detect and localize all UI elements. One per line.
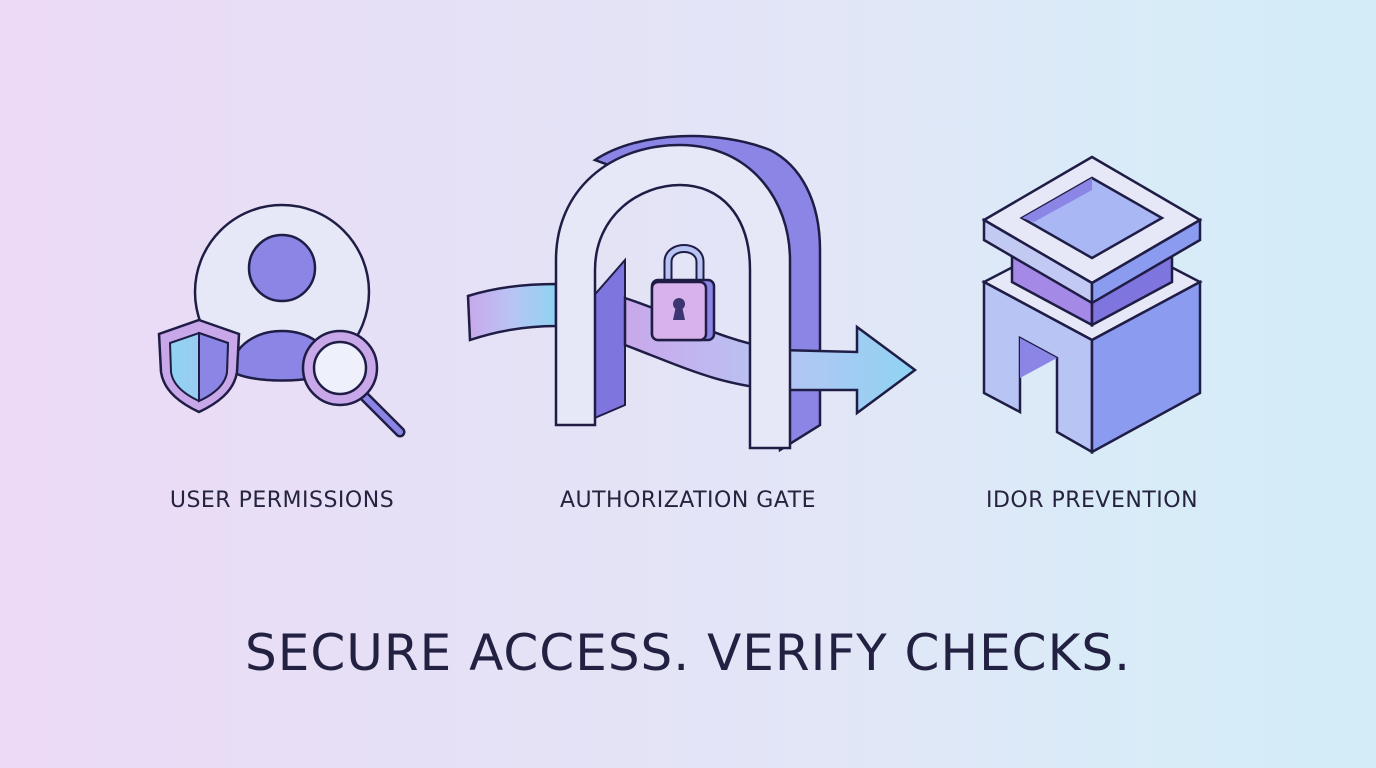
- step-label-user-permissions: USER PERMISSIONS: [169, 488, 395, 513]
- idor-prevention-icon: [981, 155, 1203, 455]
- tagline: SECURE ACCESS. VERIFY CHECKS.: [245, 624, 1131, 682]
- step-label-authorization-gate: AUTHORIZATION GATE: [559, 488, 817, 513]
- step-label-idor-prevention: IDOR PREVENTION: [985, 488, 1199, 513]
- user-permissions-icon: [157, 203, 406, 438]
- authorization-gate-icon: [466, 134, 918, 453]
